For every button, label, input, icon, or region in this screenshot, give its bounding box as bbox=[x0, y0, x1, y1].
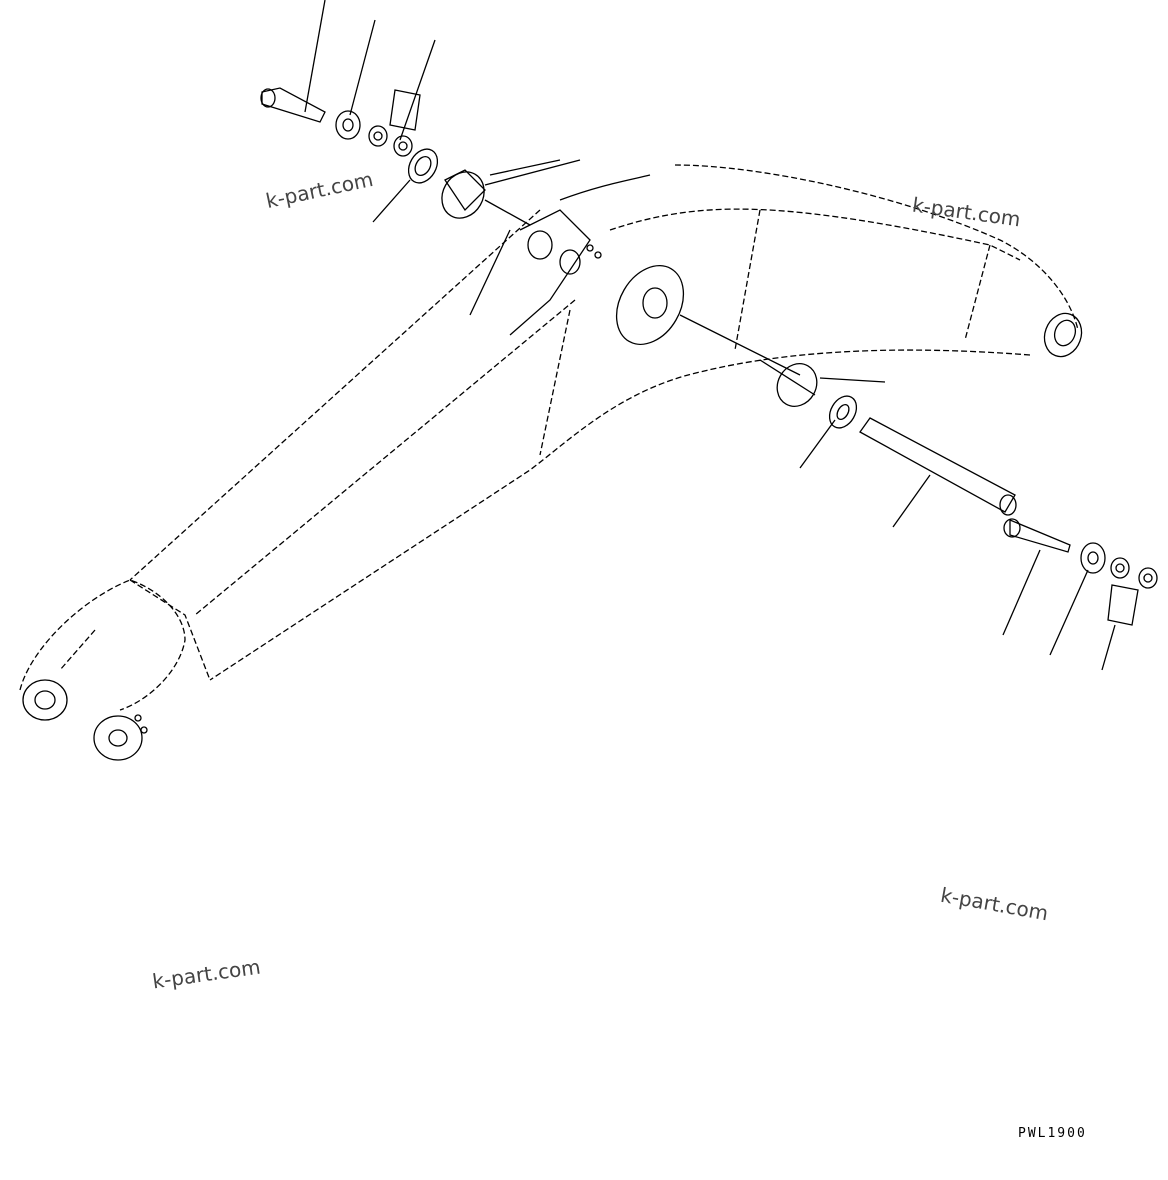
clevis-end bbox=[22, 679, 148, 761]
boom-outline bbox=[19, 164, 1079, 711]
drawing-code: PWL1900 bbox=[1018, 1126, 1087, 1141]
boom-bracket bbox=[469, 174, 685, 345]
boom-foot-boss bbox=[1043, 312, 1083, 358]
lower-pin-assembly bbox=[679, 314, 1158, 626]
leader-lines bbox=[304, 0, 1116, 671]
top-pin-assembly bbox=[260, 87, 581, 226]
